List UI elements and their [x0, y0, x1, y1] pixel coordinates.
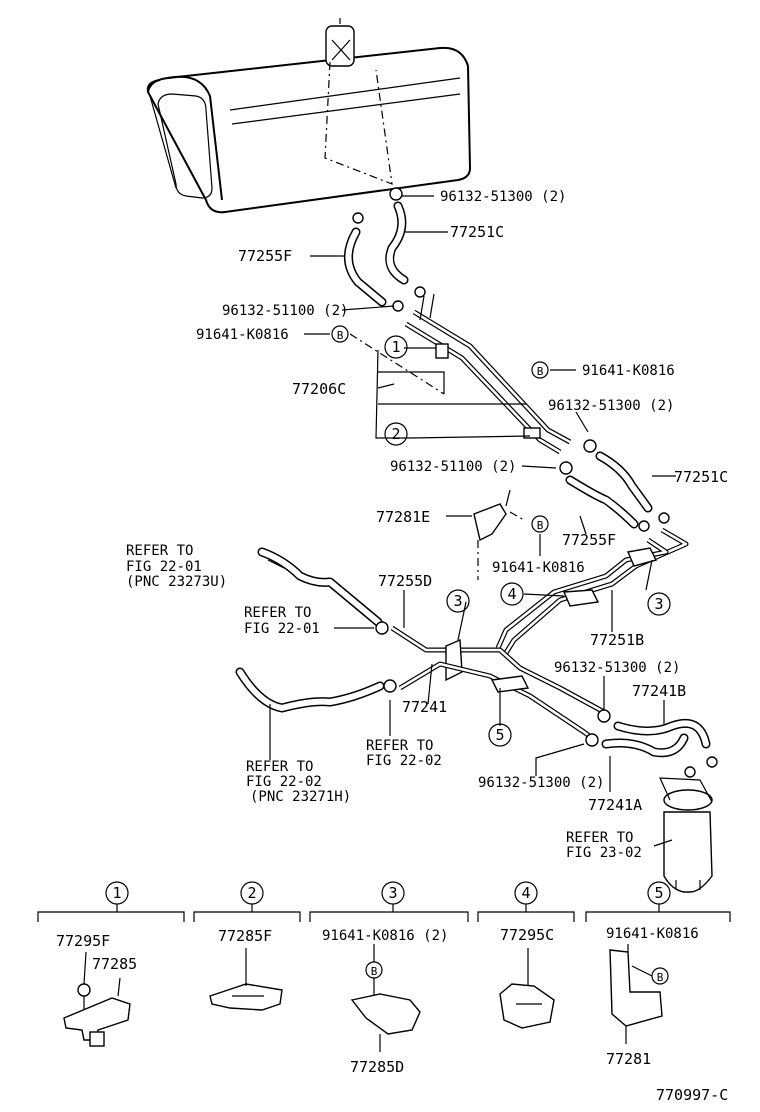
label-96132-51300-a: 96132-51300 (2)	[440, 189, 566, 205]
detail-4: 4 77295C	[477, 881, 575, 1029]
callout-b-3: B	[531, 515, 549, 533]
hose-77255F-upper	[344, 227, 387, 307]
detail-1-part-a: 77295F	[56, 932, 110, 950]
hose-clips-upper	[352, 187, 426, 312]
label-refer-22-01-a-2: FIG 22-01	[126, 559, 202, 575]
label-77251C-a: 77251C	[450, 223, 504, 241]
label-77281E: 77281E	[376, 508, 430, 526]
hose-clips-lower	[559, 439, 670, 532]
clamp-3-left	[445, 638, 463, 682]
label-refer-23-02-2: FIG 23-02	[566, 845, 642, 861]
hose-77241B	[613, 718, 711, 749]
svg-text:B: B	[537, 519, 544, 532]
clamp-2	[523, 427, 541, 439]
svg-text:B: B	[537, 365, 544, 378]
label-refer-22-02-a-1: REFER TO	[366, 738, 433, 754]
label-91641-K0816-c: 91641-K0816	[492, 560, 585, 576]
label-77241: 77241	[402, 698, 447, 716]
detail-5-part-a: 91641-K0816	[606, 926, 699, 942]
label-77251C-b: 77251C	[674, 468, 728, 486]
part-labels: 96132-51300 (2) 77251C 77255F 96132-5110…	[126, 189, 728, 861]
figure-code: 770997-C	[656, 1086, 728, 1104]
label-91641-K0816-b: 91641-K0816	[582, 363, 675, 379]
svg-text:3: 3	[654, 595, 663, 613]
svg-text:B: B	[371, 965, 378, 978]
hose-77251C-upper	[385, 201, 409, 285]
svg-text:4: 4	[507, 585, 516, 603]
svg-text:5: 5	[654, 884, 663, 902]
callout-5: 5	[488, 723, 512, 747]
clips-lower-right	[585, 709, 718, 778]
detail-2-part-a: 77285F	[218, 927, 272, 945]
detail-5-part-b: 77281	[606, 1050, 651, 1068]
svg-text:B: B	[657, 971, 664, 984]
callout-3-upper: 3	[446, 589, 470, 613]
bracket-77281E	[473, 489, 525, 580]
detail-2: 2 77285F	[193, 881, 301, 1011]
callout-1: 1	[384, 335, 408, 359]
svg-text:4: 4	[521, 884, 530, 902]
hose-77255F-lower	[565, 475, 639, 529]
label-96132-51100-a: 96132-51100 (2)	[222, 303, 348, 319]
label-77241B: 77241B	[632, 682, 686, 700]
hose-77241A	[601, 733, 689, 758]
label-96132-51300-b: 96132-51300 (2)	[548, 398, 674, 414]
svg-text:2: 2	[391, 425, 400, 443]
clamp-4	[562, 589, 600, 607]
detail-panels: 1 77295F 77285 2 77285F 3 91641-K0816 (2…	[37, 881, 731, 1076]
label-refer-22-02-b-1: REFER TO	[246, 759, 313, 775]
leader-lines	[267, 195, 676, 847]
detail-3-part-b: 77285D	[350, 1058, 404, 1076]
label-refer-22-02-a-2: FIG 22-02	[366, 753, 442, 769]
clamp-1	[435, 343, 449, 359]
fuel-pipe-77255D	[390, 625, 606, 715]
label-96132-51100-b: 96132-51100 (2)	[390, 459, 516, 475]
fuel-pipe-77206C	[404, 293, 572, 455]
label-refer-22-01-b-1: REFER TO	[244, 605, 311, 621]
label-77255D: 77255D	[378, 572, 432, 590]
clamp-5	[490, 675, 530, 693]
label-77255F-a: 77255F	[238, 247, 292, 265]
svg-text:3: 3	[453, 592, 462, 610]
callout-4: 4	[500, 582, 524, 606]
callout-b-1: B	[331, 325, 349, 343]
label-refer-22-02-b-2: FIG 22-02	[246, 774, 322, 790]
detail-4-part-a: 77295C	[500, 926, 554, 944]
detail-3: 3 91641-K0816 (2) B 77285D	[309, 881, 469, 1076]
label-refer-23-02-1: REFER TO	[566, 830, 633, 846]
detail-1: 1 77295F 77285	[37, 881, 185, 1047]
fuel-pipe-77251B	[495, 527, 689, 658]
detail-3-part-a: 91641-K0816 (2)	[322, 928, 448, 944]
svg-text:1: 1	[391, 338, 400, 356]
label-96132-51300-c: 96132-51300 (2)	[554, 660, 680, 676]
svg-text:5: 5	[495, 726, 504, 744]
svg-text:3: 3	[388, 884, 397, 902]
label-refer-22-02-b-3: (PNC 23271H)	[250, 789, 351, 805]
detail-1-part-b: 77285	[92, 955, 137, 973]
label-77255F-b: 77255F	[562, 531, 616, 549]
callout-3-right: 3	[647, 592, 671, 616]
callout-2: 2	[384, 422, 408, 446]
svg-text:2: 2	[247, 884, 256, 902]
fuel-tank	[146, 18, 472, 214]
hose-77251C-lower	[595, 451, 653, 513]
label-96132-51300-d: 96132-51300 (2)	[478, 775, 604, 791]
fuel-pipe-77241	[398, 661, 594, 740]
label-77206C: 77206C	[292, 380, 346, 398]
callout-b-2: B	[531, 361, 549, 379]
svg-text:1: 1	[112, 884, 121, 902]
label-77251B: 77251B	[590, 631, 644, 649]
label-91641-K0816-a: 91641-K0816	[196, 327, 289, 343]
label-refer-22-01-a-3: (PNC 23273U)	[126, 574, 227, 590]
clamp-3-right	[627, 547, 658, 567]
hose-refer-fig-22-02	[235, 667, 397, 713]
detail-5: 5 91641-K0816 B 77281	[585, 881, 731, 1068]
hose-refer-fig-22-01	[257, 547, 389, 635]
label-77241A: 77241A	[588, 796, 642, 814]
label-refer-22-01-b-2: FIG 22-01	[244, 621, 320, 637]
label-refer-22-01-a-1: REFER TO	[126, 543, 193, 559]
fuel-filter	[659, 777, 713, 893]
svg-text:B: B	[337, 329, 344, 342]
